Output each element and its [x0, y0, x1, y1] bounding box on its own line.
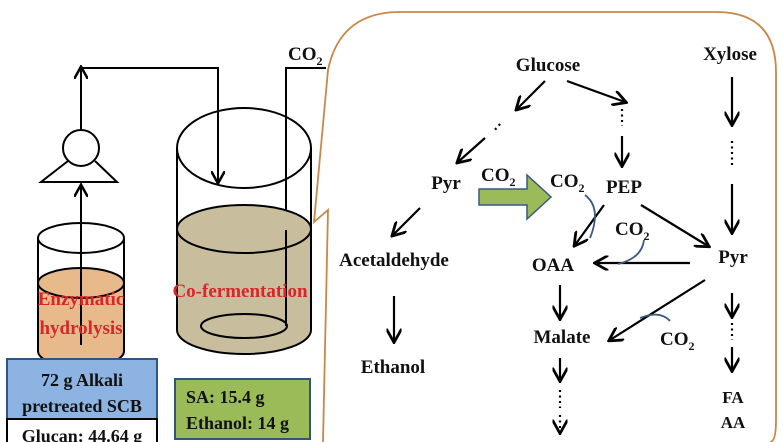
co2-label-pep: CO2 [550, 171, 585, 195]
feed-box-line3: Glucan: 44.64 g [22, 426, 143, 442]
co2-binding-arcs [584, 194, 671, 322]
node-aa: AA [721, 413, 746, 432]
node-malate: Malate [534, 327, 591, 348]
node-ethanol: Ethanol [361, 357, 425, 378]
feed-box-line1: 72 g Alkali [41, 370, 123, 390]
fermentation-label: Co-fermentation [172, 281, 308, 302]
node-fa: FA [722, 388, 744, 407]
node-glucose: Glucose [516, 55, 580, 76]
product-box [174, 378, 311, 440]
node-acetaldehyde: Acetaldehyde [339, 250, 449, 271]
product-box-line2: Ethanol: 14 g [186, 413, 289, 433]
node-oaa: OAA [532, 255, 575, 276]
hydrolysis-vessel [37, 222, 125, 368]
node-pep: PEP [606, 177, 642, 198]
hydrolysis-label-line1: Enzymatic [38, 289, 125, 310]
product-box-line1: SA: 15.4 g [186, 387, 265, 407]
co2-outlet-label: CO2 [288, 44, 323, 68]
co2-label-pyr-oaa: CO2 [615, 219, 650, 243]
reactor-vessel-icon [176, 107, 312, 355]
co2-label-big-arrow: CO2 [481, 165, 516, 189]
feed-box [6, 358, 158, 420]
co2-label-pyr-malate: CO2 [660, 329, 695, 353]
node-pyr-left: Pyr [431, 173, 461, 194]
callout-border [312, 11, 777, 442]
node-xylose: Xylose [703, 44, 757, 65]
hydrolysis-label-line2: hydrolysis [39, 318, 122, 339]
pump-icon [38, 129, 120, 183]
glucan-box [6, 418, 158, 442]
feed-box-line2: pretreated SCB [22, 396, 142, 416]
pathway-arrows [393, 77, 732, 432]
node-pyr-right: Pyr [718, 247, 748, 268]
co2-fixation-arrow-icon [478, 173, 553, 221]
